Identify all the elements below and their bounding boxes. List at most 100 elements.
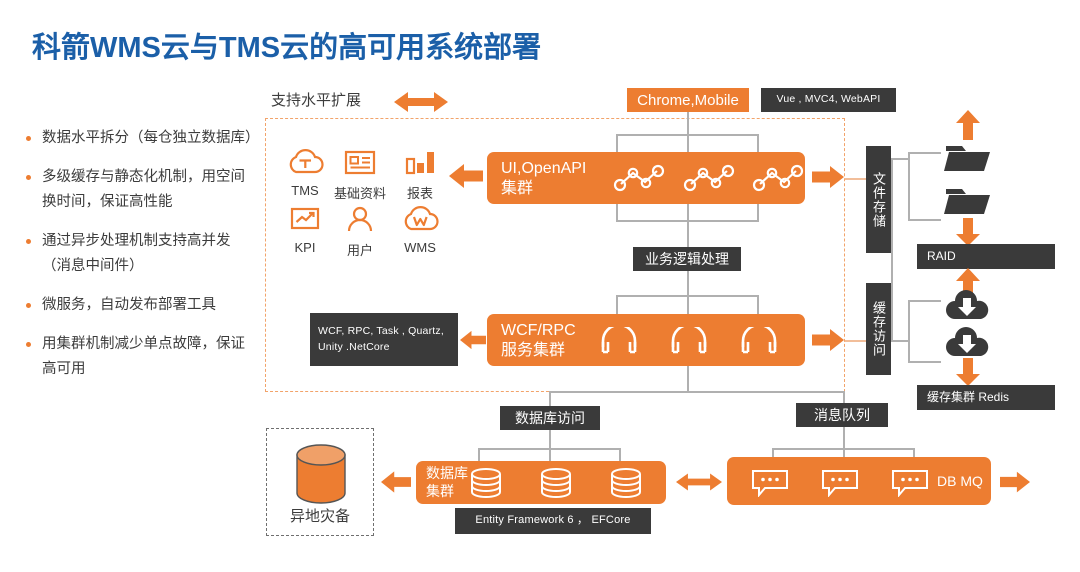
module-tms[interactable]: TMS (277, 146, 333, 198)
connector-vertical (843, 427, 845, 448)
bullet-list: 数据水平拆分（每仓独立数据库） 多级缓存与静态化机制，用空间换时间，保证高性能 … (24, 126, 260, 396)
client-tech-box: Vue , MVC4, WebAPI (761, 88, 896, 112)
module-wms[interactable]: WMS (392, 203, 448, 255)
bullet-text: 微服务，自动发布部署工具 (42, 297, 216, 313)
connector-horizontal (891, 340, 908, 342)
connector-leg (687, 204, 689, 220)
cylinder-icon (296, 444, 346, 504)
mq-outbound-arrow-icon (1000, 471, 1030, 493)
bullet-text: 用集群机制减少单点故障，保证高可用 (42, 336, 245, 377)
ui-cluster-label: UI,OpenAPI 集群 (501, 160, 587, 197)
connector-leg (757, 295, 759, 314)
download-arrow-icon (956, 358, 980, 386)
file-storage-label: 文件存储 (866, 146, 891, 253)
folder-icon (944, 189, 990, 214)
client-box[interactable]: Chrome,Mobile (627, 88, 749, 112)
connector-leg (549, 391, 551, 406)
connector-horizontal (549, 391, 844, 393)
raid-box: RAID (917, 244, 1055, 269)
folder-icon (944, 146, 990, 171)
headset-icon (671, 327, 707, 354)
list-item: 用集群机制减少单点故障，保证高可用 (24, 332, 256, 382)
headset-icon (601, 327, 637, 354)
connector-leg (687, 295, 689, 314)
connector-branch (908, 152, 941, 154)
module-label: 基础资料 (333, 186, 386, 201)
cloud-download-icon (946, 290, 989, 319)
module-report[interactable]: 报表 (392, 146, 448, 202)
service-cluster-label: WCF/RPC 服务集群 (501, 322, 576, 359)
mq-cluster[interactable]: DB MQ (727, 457, 991, 505)
download-arrow-icon (956, 218, 980, 246)
connector-vertical (687, 220, 689, 247)
bar-chart-icon (392, 146, 448, 180)
business-logic-label: 业务逻辑处理 (633, 247, 741, 271)
module-label: WMS (404, 240, 436, 255)
bullet-text: 通过异步处理机制支持高并发（消息中间件） (42, 233, 231, 274)
bullet-dot-icon (26, 136, 31, 141)
database-icon (541, 468, 571, 498)
connector-branch (908, 300, 941, 302)
mq-cluster-text: DB MQ (937, 473, 983, 489)
connector-vertical (549, 430, 551, 448)
user-icon (332, 203, 388, 237)
connector-branch (908, 219, 941, 221)
bullet-text: 数据水平拆分（每仓独立数据库） (42, 130, 260, 146)
module-basic-data[interactable]: 基础资料 (332, 146, 388, 202)
connector-leg (757, 134, 759, 152)
database-icon (611, 468, 641, 498)
cache-access-label: 缓存访问 (866, 283, 891, 375)
upload-arrow-icon (956, 110, 980, 140)
module-label: 用户 (346, 243, 373, 258)
connector-leg (549, 448, 551, 462)
connector-leg (687, 134, 689, 152)
connector-leg (478, 448, 480, 462)
ui-openapi-cluster[interactable]: UI,OpenAPI 集群 (487, 152, 805, 204)
service-cluster[interactable]: WCF/RPC 服务集群 (487, 314, 805, 366)
list-item: 多级缓存与静态化机制，用空间换时间，保证高性能 (24, 165, 256, 215)
connector-vertical (891, 158, 893, 342)
db-access-label: 数据库访问 (500, 406, 600, 430)
id-card-icon (332, 146, 388, 180)
connector-leg (843, 448, 845, 462)
headset-icon (741, 327, 777, 354)
service-to-cache-arrow-icon (812, 329, 844, 351)
connector-vertical (687, 271, 689, 295)
connector-leg (616, 204, 618, 220)
disaster-recovery-box (266, 428, 374, 536)
node-graph-icon (683, 164, 735, 192)
database-cluster[interactable]: 数据库 集群 (416, 461, 666, 504)
bullet-dot-icon (26, 239, 31, 244)
horizontal-scale-arrow-icon (394, 92, 448, 112)
module-label: 报表 (406, 186, 433, 201)
scale-hint-label: 支持水平扩展 (271, 92, 362, 109)
connector-horizontal (891, 158, 908, 160)
chat-bubble-icon (822, 470, 858, 497)
module-user[interactable]: 用户 (332, 203, 388, 259)
ui-to-storage-arrow-icon (812, 166, 844, 188)
service-to-tech-arrow-icon (460, 330, 486, 350)
connector-vertical (908, 152, 910, 220)
connector-leg (757, 204, 759, 220)
db-cluster-label: 数据库 集群 (426, 465, 468, 499)
cloud-w-icon (392, 203, 448, 237)
monitor-trend-icon (277, 203, 333, 237)
upload-arrow-icon (956, 268, 980, 298)
db-mq-bidirectional-arrow-icon (676, 473, 722, 491)
connector-leg (619, 448, 621, 462)
connector-leg (772, 448, 774, 462)
connector-leg (913, 448, 915, 462)
db-to-dr-arrow-icon (381, 471, 411, 493)
cloud-download-icon (946, 327, 989, 356)
cloud-t-icon (277, 146, 333, 180)
connector-leg (843, 391, 845, 403)
connector-leg (616, 134, 618, 152)
module-label: KPI (294, 240, 316, 255)
bullet-text: 多级缓存与静态化机制，用空间换时间，保证高性能 (42, 169, 245, 210)
module-kpi[interactable]: KPI (277, 203, 333, 255)
chat-bubble-icon (752, 470, 788, 497)
cache-cluster-box: 缓存集群 Redis (917, 385, 1055, 410)
ui-to-modules-arrow-icon (449, 164, 483, 188)
module-label: TMS (291, 183, 319, 198)
